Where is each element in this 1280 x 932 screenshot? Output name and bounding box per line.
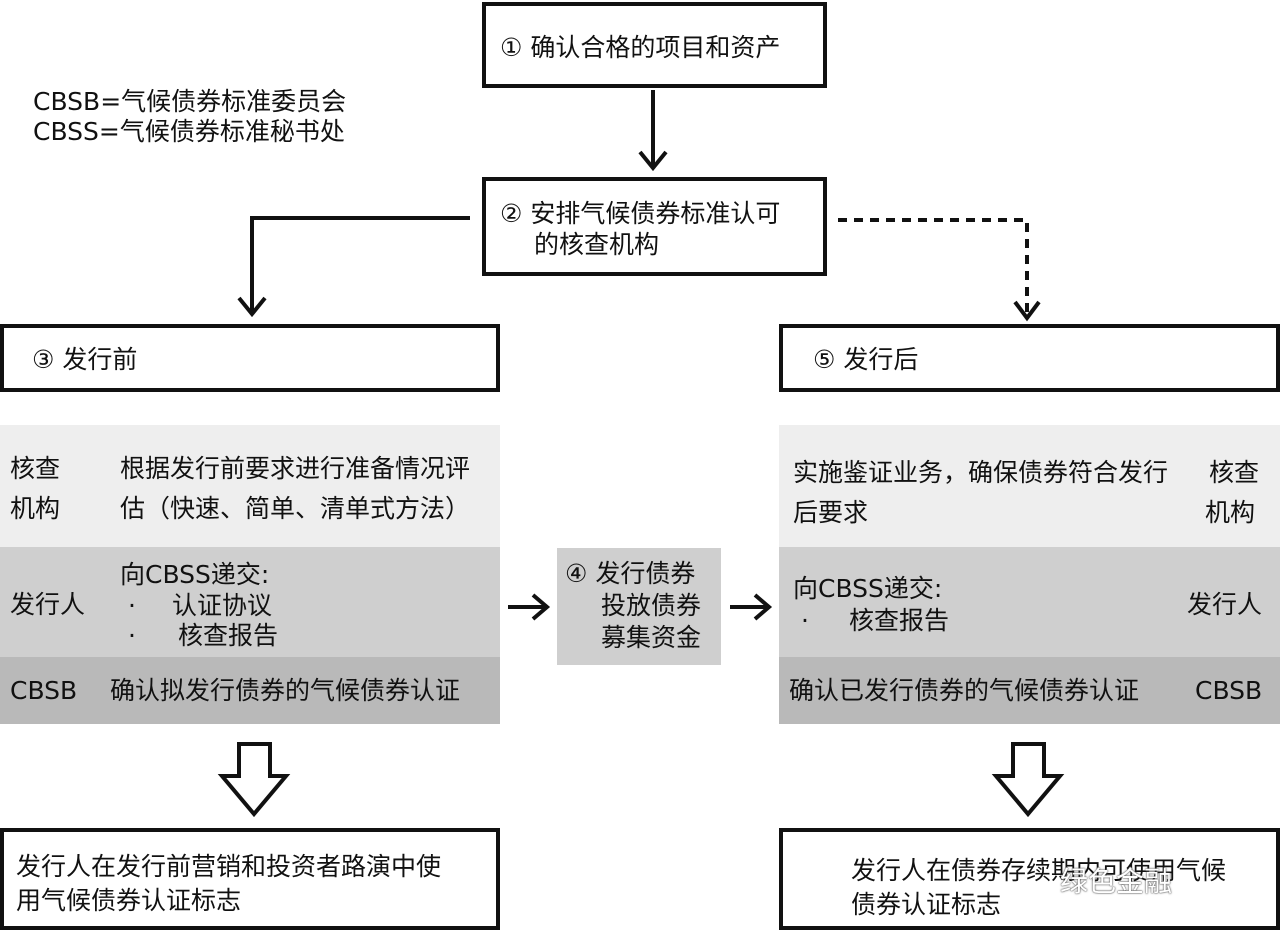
hollow-arrow-pre-to-outcome: [217, 742, 291, 818]
pre-issuer-item: 认证协议: [172, 591, 273, 620]
outcome-left-line1: 发行人在发行前营销和投资者路演中使: [16, 852, 442, 881]
outcome-right-box: 发行人在债券存续期内可使用气候 债券认证标志: [779, 828, 1280, 930]
post-verifier-role-line1: 核查: [1209, 458, 1260, 487]
pre-issuer-row: 发行人 向CBSS递交: · 认证协议 · 核查报告: [0, 547, 500, 657]
step2-line2: 的核查机构: [534, 230, 660, 259]
step2-box: ② 安排气候债券标准认可 的核查机构: [482, 177, 827, 276]
step3-label: ③ 发行前: [32, 345, 138, 374]
post-issuer-item: 核查报告: [849, 606, 950, 635]
legend-cbss: CBSS=气候债券标准秘书处: [33, 117, 345, 146]
post-cbsb-desc: 确认已发行债券的气候债券认证: [789, 676, 1140, 705]
step5-label: ⑤ 发行后: [813, 345, 919, 374]
arrow-step2-to-step3: [237, 216, 470, 318]
post-verifier-row: 实施鉴证业务，确保债券符合发行 后要求 核查 机构: [779, 425, 1280, 547]
pre-cbsb-row: CBSB 确认拟发行债券的气候债券认证: [0, 657, 500, 724]
step4-line3: 募集资金: [601, 623, 702, 652]
outcome-left-box: 发行人在发行前营销和投资者路演中使 用气候债券认证标志: [0, 828, 500, 930]
hollow-arrow-post-to-outcome: [991, 742, 1065, 818]
post-cbsb-row: 确认已发行债券的气候债券认证 CBSB: [779, 657, 1280, 724]
post-cbsb-role: CBSB: [1195, 676, 1263, 705]
arrow-step1-to-step2: [638, 90, 668, 172]
pre-verifier-row: 核查 机构 根据发行前要求进行准备情况评 估（快速、简单、清单式方法）: [0, 425, 500, 547]
arrow-step4-to-post: [730, 593, 773, 621]
post-verifier-desc-line1: 实施鉴证业务，确保债券符合发行: [793, 458, 1169, 487]
post-verifier-desc-line2: 后要求: [793, 498, 869, 527]
post-issuer-role: 发行人: [1187, 590, 1263, 619]
pre-cbsb-desc: 确认拟发行债券的气候债券认证: [110, 676, 461, 705]
step1-box: ① 确认合格的项目和资产: [482, 2, 827, 88]
pre-verifier-role-line2: 机构: [10, 494, 61, 523]
outcome-right-line2: 债券认证标志: [851, 890, 1002, 919]
bullet: ·: [801, 606, 809, 635]
post-issuer-row: 向CBSS递交: · 核查报告 发行人: [779, 547, 1280, 657]
step4-box: ④ 发行债券 投放债券 募集资金: [557, 548, 721, 665]
step1-label: ① 确认合格的项目和资产: [500, 33, 781, 62]
step3-box: ③ 发行前: [0, 324, 500, 392]
pre-verifier-desc-line1: 根据发行前要求进行准备情况评: [120, 454, 471, 483]
outcome-right-line1: 发行人在债券存续期内可使用气候: [851, 856, 1227, 885]
legend-cbsb: CBSB=气候债券标准委员会: [33, 87, 347, 116]
arrow-pre-to-step4: [508, 593, 551, 621]
step4-line1: ④ 发行债券: [565, 559, 696, 588]
post-issuer-header: 向CBSS递交:: [793, 574, 943, 603]
step5-box: ⑤ 发行后: [779, 324, 1280, 392]
pre-cbsb-role: CBSB: [10, 676, 78, 705]
pre-issuer-item: 核查报告: [178, 621, 279, 650]
pre-issuer-header: 向CBSS递交:: [120, 560, 270, 589]
bullet: ·: [128, 621, 136, 650]
outcome-left-line2: 用气候债券认证标志: [16, 886, 242, 915]
bullet: ·: [128, 591, 136, 620]
pre-verifier-role-line1: 核查: [10, 454, 61, 483]
step2-line1: ② 安排气候债券标准认可: [500, 199, 781, 228]
arrow-step2-to-step5-dashed: [838, 218, 1041, 322]
watermark-text: 绿色金融: [1060, 865, 1173, 898]
pre-issuer-role: 发行人: [10, 590, 86, 619]
pre-verifier-desc-line2: 估（快速、简单、清单式方法）: [120, 494, 471, 523]
post-verifier-role-line2: 机构: [1205, 498, 1256, 527]
step4-line2: 投放债券: [601, 591, 702, 620]
